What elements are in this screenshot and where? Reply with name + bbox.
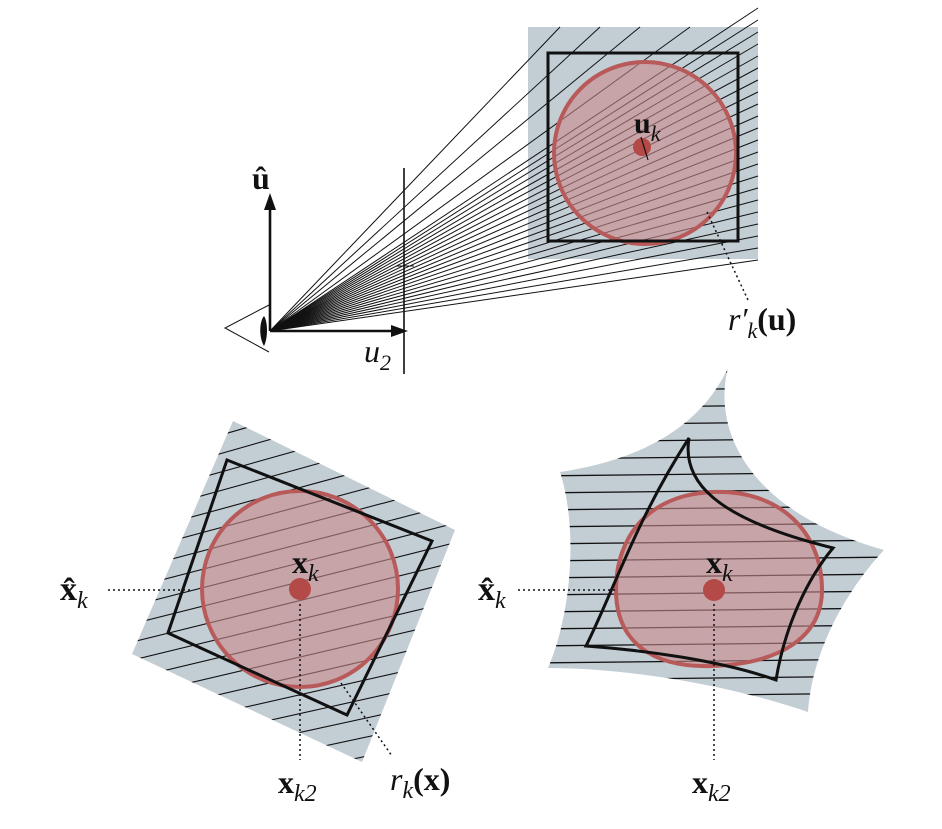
- right-warped-quad-outline: [583, 437, 836, 683]
- label-x-k-right: xk: [706, 544, 733, 587]
- projection-ray: [269, 26, 561, 332]
- label-x-k2-left: xk2: [278, 764, 317, 807]
- projection-ray: [269, 26, 641, 332]
- label-x-hat-left: x̂k: [60, 571, 88, 614]
- label-x-k2-right: xk2: [692, 764, 731, 807]
- left-quad-outline: [166, 458, 435, 717]
- label-x-hat-right: x̂k: [478, 571, 506, 614]
- label-u-hat: û: [252, 160, 270, 196]
- label-u-k: uk: [634, 107, 662, 146]
- bottom-left-panel: x̂k xk xk2 rk(x): [60, 421, 455, 807]
- leader-r-prime: [706, 211, 749, 301]
- label-u2: u2: [364, 333, 391, 375]
- label-r-prime: r′k(u): [728, 301, 796, 343]
- bottom-right-panel: x̂k xk xk2: [478, 368, 884, 807]
- right-center-dot: [703, 579, 725, 601]
- pixel-square-outline: [546, 51, 740, 243]
- label-x-k-left: xk: [292, 544, 319, 587]
- left-center-dot: [289, 578, 311, 600]
- eye-icon: [223, 304, 270, 353]
- projection-ray: [269, 235, 759, 332]
- hatch-line: [548, 692, 884, 698]
- center-dot-uk: [633, 138, 651, 156]
- label-r-k: rk(x): [390, 761, 450, 804]
- center-tick-uk: [640, 136, 649, 161]
- vertical-axis-arrowhead: [264, 193, 276, 210]
- hatch-line: [548, 386, 884, 392]
- projection-ray: [269, 259, 759, 332]
- hatch-line: [548, 369, 884, 375]
- top-panel: û u2 uk r′k(u): [223, 7, 796, 375]
- right-footprint-blob: [613, 489, 825, 669]
- projection-ray: [269, 7, 759, 332]
- horizontal-axis-arrowhead: [391, 325, 408, 337]
- projection-ray: [269, 26, 601, 332]
- projection-ray: [269, 247, 759, 332]
